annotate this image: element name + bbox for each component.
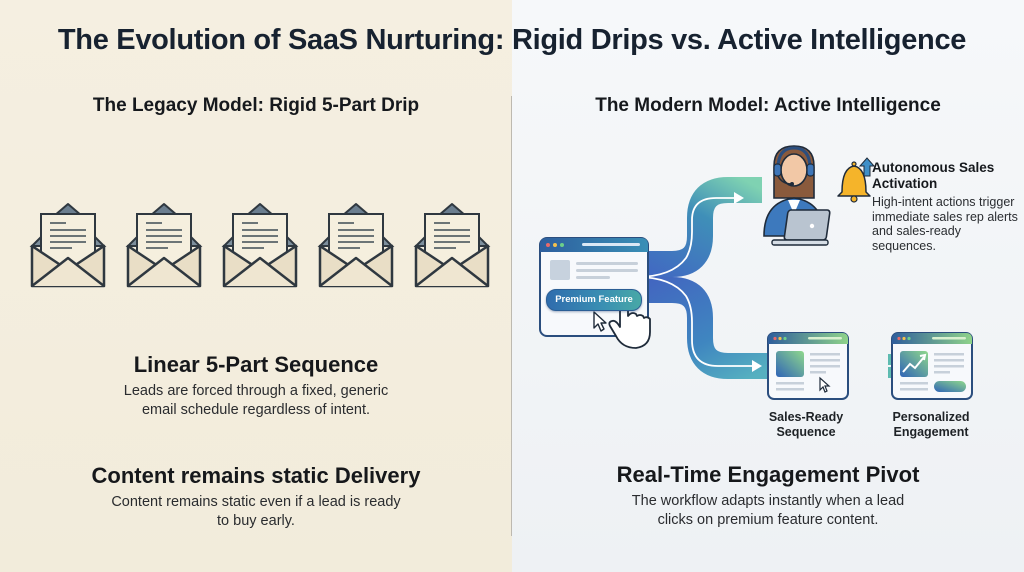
personalized-engagement-icon xyxy=(891,332,973,400)
laptop-icon xyxy=(771,209,831,246)
main-title: The Evolution of SaaS Nurturing: Rigid D… xyxy=(57,24,967,56)
autonomous-activation-block: Autonomous Sales Activation High-intent … xyxy=(872,160,1022,253)
autonomous-activation-body: High-intent actions trigger immediate sa… xyxy=(872,195,1018,253)
open-envelope-icon xyxy=(221,203,299,288)
realtime-pivot-section: Real-Time Engagement Pivot The workflow … xyxy=(512,462,1024,530)
email-sequence xyxy=(28,200,492,292)
open-envelope-icon xyxy=(413,203,491,288)
open-envelope-icon xyxy=(29,203,107,288)
arrow-cursor-icon xyxy=(593,311,607,332)
workflow-diagram xyxy=(539,145,973,400)
static-content-title: Content remains static Delivery xyxy=(91,463,421,488)
sales-ready-sequence-icon xyxy=(767,332,849,400)
autonomous-activation-title: Autonomous Sales Activation xyxy=(872,160,995,191)
open-envelope-icon xyxy=(125,203,203,288)
linear-sequence-title: Linear 5-Part Sequence xyxy=(133,352,379,377)
static-content-section: Content remains static Delivery Content … xyxy=(0,463,512,531)
personalized-engagement-caption: Personalized Engagement xyxy=(892,410,970,439)
column-divider xyxy=(511,96,512,536)
modern-heading: The Modern Model: Active Intelligence xyxy=(595,95,941,116)
realtime-pivot-body: The workflow adapts instantly when a lea… xyxy=(631,493,905,528)
linear-sequence-section: Linear 5-Part Sequence Leads are forced … xyxy=(0,352,512,420)
open-envelope-icon xyxy=(317,203,395,288)
legacy-heading: The Legacy Model: Rigid 5-Part Drip xyxy=(92,95,420,116)
static-content-body: Content remains static even if a lead is… xyxy=(111,494,401,529)
sales-ready-caption: Sales-Ready Sequence xyxy=(768,410,844,439)
linear-sequence-body: Leads are forced through a fixed, generi… xyxy=(123,383,389,418)
realtime-pivot-title: Real-Time Engagement Pivot xyxy=(616,462,920,487)
alert-bell-icon xyxy=(837,157,876,203)
premium-feature-button[interactable]: Premium Feature xyxy=(546,289,642,311)
